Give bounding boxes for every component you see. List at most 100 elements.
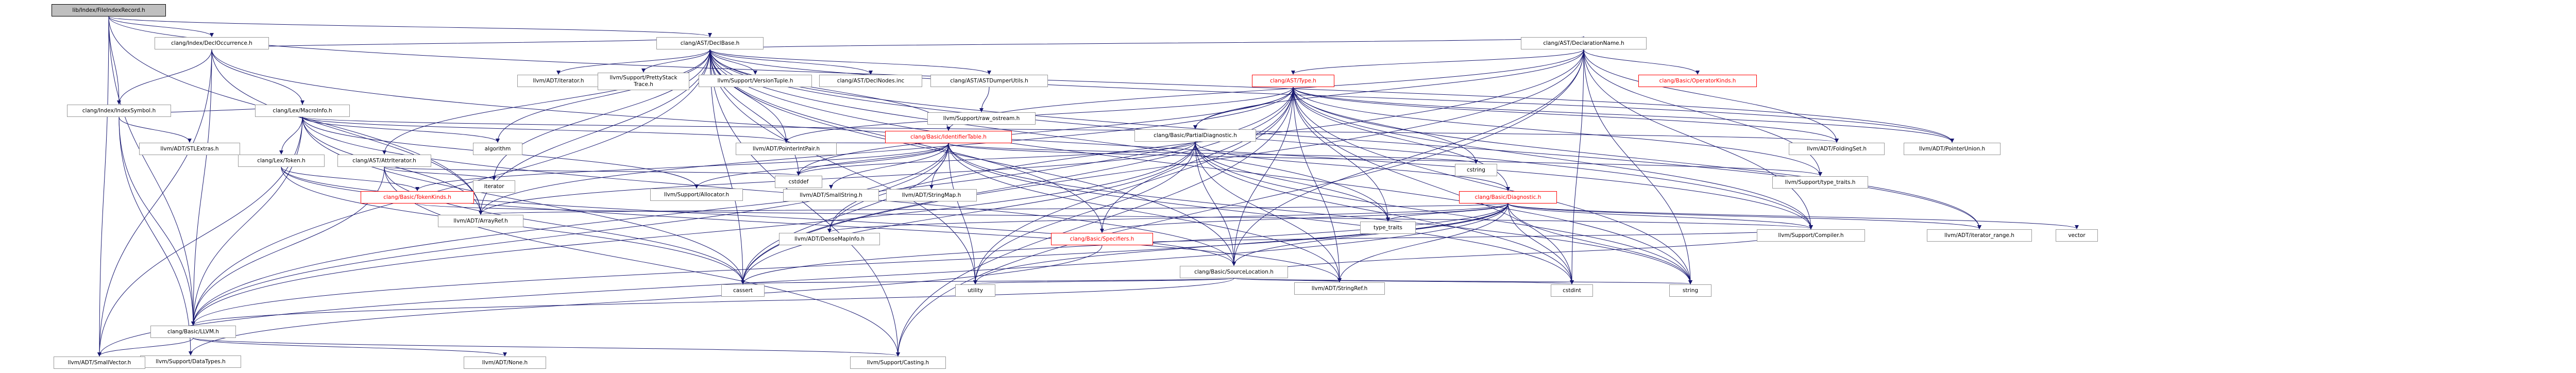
node-label: llvm/ADT/StringMap.h: [902, 192, 961, 198]
edge-asttype-to-casting: [896, 87, 1294, 357]
edge-attrit-to-iterator: [384, 166, 496, 180]
node-llvm-adt-pointerintpair-h[interactable]: llvm/ADT/PointerIntPair.h: [736, 143, 837, 155]
edge-basicdiag-to-stringref: [1337, 203, 1509, 282]
node-clang-ast-attriterator-h[interactable]: clang/AST/AttrIterator.h: [337, 155, 431, 167]
node-llvm-adt-none-h[interactable]: llvm/ADT/None.h: [464, 357, 546, 369]
node-label: clang/Lex/Token.h: [257, 157, 306, 164]
node-clang-basic-llvm-h[interactable]: clang/Basic/LLVM.h: [150, 326, 236, 338]
node-label: llvm/ADT/PointerUnion.h: [1919, 145, 1986, 152]
node-clang-ast-astdumperutils-h[interactable]: clang/AST/ASTDumperUtils.h: [930, 75, 1048, 87]
node-cstddef[interactable]: cstddef: [775, 176, 822, 188]
edge-lexToken-to-srcloc: [281, 166, 1236, 266]
edge-specifiers-to-datatypes: [189, 245, 1103, 355]
edge-declbase-to-algorithm: [496, 49, 710, 143]
node-label: llvm/Support/Casting.h: [867, 359, 929, 366]
edge-identtable-to-densemapinfo: [827, 143, 949, 233]
node-llvm-adt-smallstring-h[interactable]: llvm/ADT/SmallString.h: [783, 189, 879, 201]
node-llvm-support-allocator-h[interactable]: llvm/Support/Allocator.h: [650, 189, 743, 201]
node-label: llvm/ADT/SmallString.h: [800, 192, 862, 198]
node-llvm-support-raw-ostream-h[interactable]: llvm/Support/raw_ostream.h: [927, 112, 1036, 125]
node-clang-basic-specifiers-h[interactable]: clang/Basic/Specifiers.h: [1051, 233, 1153, 245]
node-clang-index-decloccurrence-h[interactable]: clang/Index/DeclOccurrence.h: [155, 37, 269, 49]
node-label: clang/AST/AttrIterator.h: [352, 157, 416, 164]
node-llvm-adt-stlextras-h[interactable]: llvm/ADT/STLExtras.h: [139, 143, 240, 155]
edge-partialdiag-to-utility: [973, 141, 1196, 284]
edge-srcloc-to-string: [1233, 278, 1692, 284]
node-string[interactable]: string: [1669, 284, 1711, 297]
node-llvm-adt-iterator-range-h[interactable]: llvm/ADT/iterator_range.h: [1927, 229, 2032, 242]
edge-asttype-to-typetraits: [1293, 87, 1390, 222]
node-llvm-adt-smallvector-h[interactable]: llvm/ADT/SmallVector.h: [54, 357, 145, 369]
node-llvm-support-versiontuple-h[interactable]: llvm/Support/VersionTuple.h: [699, 75, 812, 87]
edge-identtable-to-cstddef: [796, 143, 949, 176]
node-llvm-adt-densemapinfo-h[interactable]: llvm/ADT/DenseMapInfo.h: [779, 233, 880, 245]
node-label: llvm/ADT/STLExtras.h: [160, 145, 219, 152]
edge-partialdiag-to-basicdiag: [1195, 141, 1510, 191]
node-clang-ast-declnodes-inc[interactable]: clang/AST/DeclNodes.inc: [819, 75, 922, 87]
node-clang-basic-operatorkinds-h[interactable]: clang/Basic/OperatorKinds.h: [1638, 75, 1757, 87]
node-clang-index-indexsymbol-h[interactable]: clang/Index/IndexSymbol.h: [67, 105, 171, 117]
node-llvm-support-compiler-h[interactable]: llvm/Support/Compiler.h: [1757, 229, 1865, 242]
edge-declname-to-foldingset: [1583, 49, 1839, 143]
node-clang-basic-identifiertable-h[interactable]: clang/Basic/IdentifierTable.h: [885, 131, 1012, 143]
node-clang-lex-token-h[interactable]: clang/Lex/Token.h: [238, 155, 325, 167]
edge-declbase-to-string: [709, 49, 1692, 284]
node-llvm-adt-stringmap-h[interactable]: llvm/ADT/StringMap.h: [886, 189, 977, 201]
edge-root-to-declocc: [108, 16, 214, 37]
node-llvm-support-datatypes-h[interactable]: llvm/Support/DataTypes.h: [140, 355, 241, 368]
node-cstring[interactable]: cstring: [1455, 164, 1497, 176]
node-clang-basic-diagnostic-h[interactable]: clang/Basic/Diagnostic.h: [1459, 191, 1557, 204]
node-llvm-adt-arrayref-h[interactable]: llvm/ADT/ArrayRef.h: [438, 215, 523, 227]
node-llvm-adt-pointerunion-h[interactable]: llvm/ADT/PointerUnion.h: [1904, 143, 2001, 155]
edge-asttype-to-arrayref: [479, 87, 1294, 215]
edge-srcloc-to-llvmh: [191, 278, 1234, 326]
node-label: clang/Basic/TokenKinds.h: [383, 194, 451, 200]
node-utility[interactable]: utility: [955, 284, 995, 297]
node-clang-basic-tokenkinds-h[interactable]: clang/Basic/TokenKinds.h: [361, 191, 474, 204]
edge-declbase-to-adtiter: [556, 49, 710, 75]
node-vector[interactable]: vector: [2056, 229, 2098, 242]
edge-partialdiag-to-srcloc: [1195, 141, 1236, 266]
node-algorithm[interactable]: algorithm: [473, 143, 522, 155]
node-lib-index-fileindexrecord-h: lib/Index/FileIndexRecord.h: [52, 4, 166, 16]
node-cstdint[interactable]: cstdint: [1551, 284, 1593, 297]
node-llvm-support-casting-h[interactable]: llvm/Support/Casting.h: [850, 357, 946, 369]
edge-declbase-to-ptrunion: [709, 49, 1954, 143]
edge-declbase-to-llvmh: [191, 49, 710, 326]
node-llvm-support-type-traits-h[interactable]: llvm/Support/type_traits.h: [1772, 176, 1868, 189]
node-label: clang/AST/DeclarationName.h: [1543, 40, 1624, 46]
node-label: llvm/Support/type_traits.h: [1785, 179, 1856, 185]
node-cassert[interactable]: cassert: [721, 284, 765, 297]
node-label: cstddef: [788, 178, 809, 185]
node-llvm-adt-foldingset-h[interactable]: llvm/ADT/FoldingSet.h: [1789, 143, 1885, 155]
node-label: cstring: [1467, 166, 1485, 173]
node-clang-basic-partialdiagnostic-h[interactable]: clang/Basic/PartialDiagnostic.h: [1134, 129, 1256, 142]
edge-declname-to-compiler: [1583, 49, 1813, 229]
edge-declname-to-typetraitsllvm: [1583, 49, 1822, 176]
edge-basicdiag-to-arrayref: [479, 203, 1509, 215]
edge-partialdiag-to-stringref: [1195, 141, 1342, 282]
node-llvm-adt-stringref-h[interactable]: llvm/ADT/StringRef.h: [1294, 282, 1385, 295]
edge-partialdiag-to-llvmh: [191, 141, 1196, 326]
node-type-traits[interactable]: type_traits: [1360, 222, 1416, 234]
edge-declbase-to-versiontuple: [709, 49, 757, 75]
node-iterator[interactable]: iterator: [473, 180, 515, 193]
edge-asttype-to-cstdint: [1293, 87, 1574, 284]
edge-declocc-to-smallvector: [97, 49, 212, 357]
node-clang-basic-sourcelocation-h[interactable]: clang/Basic/SourceLocation.h: [1180, 266, 1288, 278]
node-clang-ast-declarationname-h[interactable]: clang/AST/DeclarationName.h: [1521, 37, 1647, 49]
edge-asttype-to-srcloc: [1232, 87, 1294, 266]
node-llvm-adt-iterator-h[interactable]: llvm/ADT/iterator.h: [517, 75, 600, 87]
node-label: clang/Index/IndexSymbol.h: [82, 107, 156, 114]
node-clang-ast-type-h[interactable]: clang/AST/Type.h: [1252, 75, 1334, 87]
edge-srcloc-to-utility: [973, 278, 1234, 284]
edge-declname-to-identtable: [946, 49, 1584, 131]
node-clang-lex-macroinfo-h[interactable]: clang/Lex/MacroInfo.h: [255, 105, 350, 117]
edge-identtable-to-tokenkinds: [415, 143, 949, 191]
node-clang-ast-declbase-h[interactable]: clang/AST/DeclBase.h: [656, 37, 764, 49]
node-label: llvm/ADT/None.h: [482, 359, 528, 366]
edge-declocc-to-llvmh: [191, 49, 212, 326]
edge-root-to-indexsym: [108, 16, 121, 105]
